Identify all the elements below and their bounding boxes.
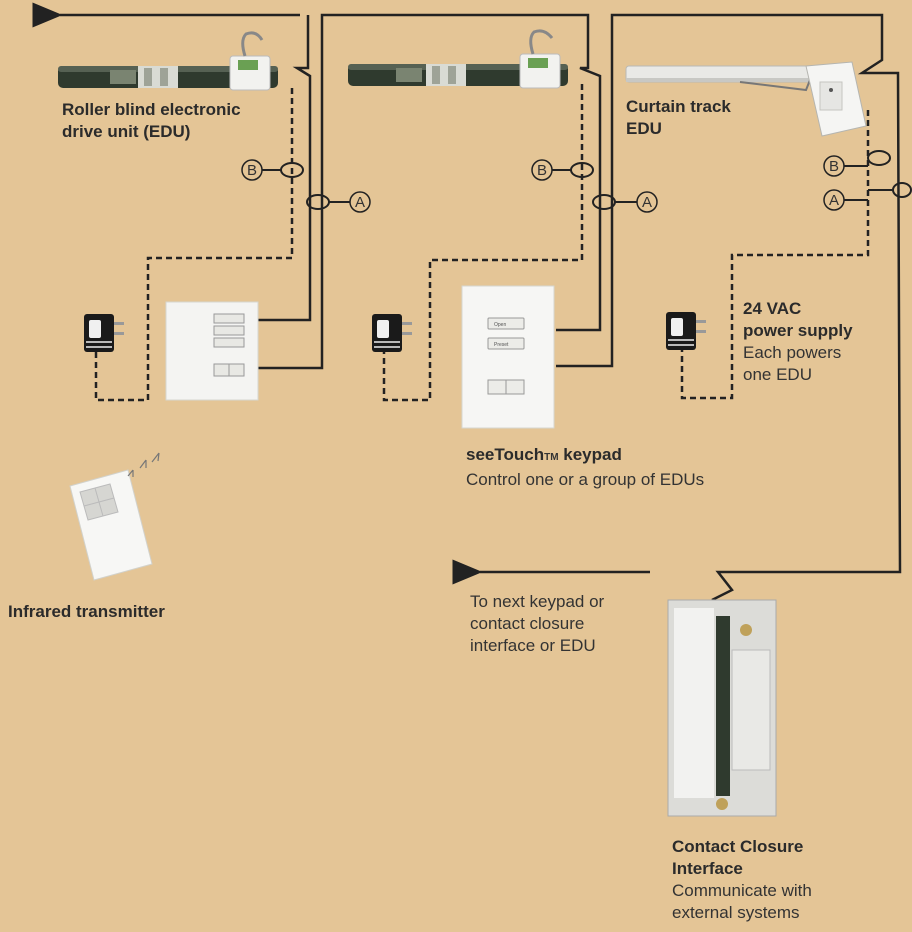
svg-text:B: B (829, 158, 839, 175)
next-label-line3: interface or EDU (470, 636, 596, 655)
cci-desc-line1: Communicate with (672, 881, 812, 900)
cci-title-line1: Contact Closure (672, 837, 804, 856)
power-wire-edu2 (382, 84, 584, 402)
roller-blind-label: Roller blind electronic drive unit (EDU) (62, 99, 241, 143)
curtain-track-edu-icon (625, 61, 867, 137)
power-supply-desc-line1: Each powers (743, 343, 842, 362)
roller-blind-label-line2: drive unit (EDU) (62, 122, 191, 141)
power-wiring (94, 84, 870, 402)
marker-a-1: A (306, 191, 371, 213)
seetouch-keypad-icon: Open Preset (461, 285, 555, 429)
contact-closure-interface-icon (667, 599, 777, 817)
communication-wiring (32, 2, 902, 602)
keypad-title-suffix: keypad (558, 445, 622, 464)
keypad-icon (165, 301, 259, 401)
markers: B A B A B (241, 150, 912, 213)
marker-b-2: B (531, 159, 594, 181)
keypad-trademark: TM (544, 452, 559, 463)
curtain-track-label-line1: Curtain track (626, 97, 731, 116)
marker-a-3: A (823, 182, 912, 211)
power-supply-2-icon (372, 314, 412, 352)
power-supply-title-line1: 24 VAC (743, 299, 802, 318)
power-wire-edu1 (94, 88, 294, 402)
marker-a-2: A (592, 191, 658, 213)
svg-text:A: A (642, 194, 652, 211)
contact-closure-label: Contact Closure Interface Communicate wi… (672, 836, 812, 924)
power-supply-3-icon (666, 312, 706, 350)
next-label-line2: contact closure (470, 614, 585, 633)
curtain-track-label: Curtain track EDU (626, 96, 731, 140)
roller-blind-label-line1: Roller blind electronic (62, 100, 241, 119)
power-wire-curtain (680, 110, 870, 400)
wire-keypad1-to-edu2 (258, 13, 602, 370)
infrared-transmitter-icon (69, 452, 160, 581)
marker-b-1: B (241, 159, 304, 181)
keypad-label: seeTouchTM keypad Control one or a group… (466, 444, 704, 491)
keypad-open-button-text: Open (494, 322, 506, 328)
cci-desc-line2: external systems (672, 903, 800, 922)
marker-b-3: B (823, 150, 891, 177)
wire-keypad2-to-curtain-and-cci (556, 13, 902, 602)
keypad-title: seeTouch (466, 445, 545, 464)
power-supply-title-line2: power supply (743, 321, 853, 340)
keypad-preset-button-text: Preset (494, 342, 509, 348)
curtain-track-label-line2: EDU (626, 119, 662, 138)
svg-text:A: A (829, 192, 839, 209)
roller-blind-edu-2-icon (348, 29, 568, 89)
infrared-transmitter-label: Infrared transmitter (8, 601, 165, 623)
svg-text:A: A (355, 194, 365, 211)
power-supply-label: 24 VAC power supply Each powers one EDU (743, 298, 853, 386)
infrared-transmitter-title: Infrared transmitter (8, 602, 165, 621)
next-label-line1: To next keypad or (470, 592, 605, 611)
power-supply-desc-line2: one EDU (743, 365, 812, 384)
svg-text:B: B (537, 162, 547, 179)
next-device-label: To next keypad or contact closure interf… (470, 591, 604, 657)
keypad-desc: Control one or a group of EDUs (466, 470, 705, 489)
cci-title-line2: Interface (672, 859, 743, 878)
power-supply-icon (84, 314, 124, 352)
roller-blind-edu-icon (58, 31, 278, 91)
marker-b-1-text: B (247, 162, 257, 179)
wire-keypad1-to-edu1 (258, 15, 312, 322)
